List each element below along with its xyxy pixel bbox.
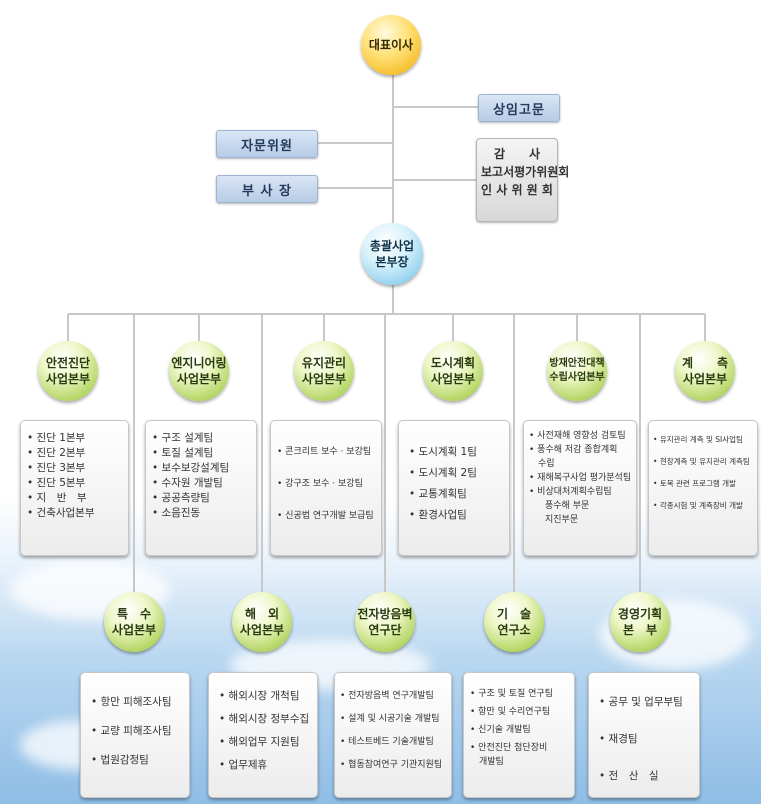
division-card: 진단 1본부 진단 2본부 진단 3본부 진단 5본부 지 반 부 건축사업본부 <box>20 420 129 556</box>
team-item: 지 반 부 <box>27 491 122 506</box>
team-item: 재경팀 <box>599 732 693 747</box>
committee-report-evaluation: 보고서평가위원회 <box>481 165 570 179</box>
team-item: 진단 3본부 <box>27 461 122 476</box>
vice-president-box: 부 사 장 <box>216 175 318 203</box>
division-node: 경영기획 본 부 <box>610 592 670 652</box>
team-item: 각종시험 및 계측장비 개발 <box>653 499 751 513</box>
team-item: 풍수해 부문 <box>545 501 590 511</box>
team-item: 해외시장 개척팀 <box>219 689 311 704</box>
team-item: 진단 2본부 <box>27 446 122 461</box>
division-node: 방재안전대책 수립사업본부 <box>547 341 607 401</box>
team-item: 건축사업본부 <box>27 506 122 521</box>
team-item: 개발팀 <box>479 757 504 767</box>
team-item: 협동참여연구 기관지원팀 <box>340 758 445 772</box>
advisory-committee-box: 자문위원 <box>216 130 318 158</box>
team-item: 전자방음벽 연구개발팀 <box>340 689 445 703</box>
team-item: 도시계획 1팀 <box>409 445 503 460</box>
team-item: 진단 1본부 <box>27 431 122 446</box>
team-item: 유지관리 계측 및 SI사업팀 <box>653 433 751 447</box>
team-item: 교량 피해조사팀 <box>91 724 183 739</box>
division-node: 계 측 사업본부 <box>675 341 735 401</box>
division-card: 구조 설계팀 토질 설계팀 보수보강설계팀 수자원 개발팀 공공측량팀 소음진동 <box>145 420 257 556</box>
team-item: 보수보강설계팀 <box>152 461 250 476</box>
division-card: 전자방음벽 연구개발팀 설계 및 시공기술 개발팀 테스트베드 기술개발팀 협동… <box>334 672 452 798</box>
team-item: 구조 및 토질 연구팀 <box>470 687 568 701</box>
division-card: 항만 피해조사팀 교량 피해조사팀 법원감정팀 <box>80 672 190 798</box>
team-item: 소음진동 <box>152 506 250 521</box>
division-node: 기 술 연구소 <box>484 592 544 652</box>
team-item: 강구조 보수 · 보강팀 <box>277 477 375 491</box>
committee-audit: 감 사 <box>493 147 541 161</box>
division-card: 도시계획 1팀 도시계획 2팀 교통계획팀 환경사업팀 <box>398 420 510 556</box>
team-item: 공공측량팀 <box>152 491 250 506</box>
team-item: 신공법 연구개발 보급팀 <box>277 509 375 523</box>
division-node: 전자방음벽 연구단 <box>355 592 415 652</box>
standing-advisor-box: 상임고문 <box>478 94 560 122</box>
team-item: 사전재해 영향성 검토팀 <box>529 429 630 443</box>
team-item: 공무 및 업무부팀 <box>599 695 693 710</box>
division-card: 공무 및 업무부팀 재경팀 전 산 실 <box>588 672 700 798</box>
division-card: 해외시장 개척팀 해외시장 정부수집 해외업무 지원팀 업무제휴 <box>208 672 318 798</box>
committees-box: 감 사 보고서평가위원회 인 사 위 원 회 <box>476 138 570 222</box>
team-item: 안전진단 첨단장비 <box>470 741 568 755</box>
team-item: 비상대처계획수립팀 <box>529 485 630 499</box>
team-item: 재해복구사업 평가분석팀 <box>529 471 631 485</box>
team-item: 수립 <box>538 459 555 469</box>
team-item: 토질 설계팀 <box>152 446 250 461</box>
committee-personnel: 인 사 위 원 회 <box>481 183 553 197</box>
division-node: 유지관리 사업본부 <box>294 341 354 401</box>
team-item: 항만 및 수리연구팀 <box>470 705 568 719</box>
team-item: 구조 설계팀 <box>152 431 250 446</box>
team-item: 업무제휴 <box>219 758 311 773</box>
team-item: 전 산 실 <box>599 769 693 784</box>
division-node: 안전진단 사업본부 <box>38 341 98 401</box>
team-item: 항만 피해조사팀 <box>91 695 183 710</box>
team-item: 환경사업팀 <box>409 508 503 523</box>
team-item: 콘크리트 보수 · 보강팀 <box>277 445 375 459</box>
team-item: 현장계측 및 유지관리 계측팀 <box>653 455 751 469</box>
division-node: 해 외 사업본부 <box>232 592 292 652</box>
team-item: 해외시장 정부수집 <box>219 712 311 727</box>
team-item: 토목 관련 프로그램 개발 <box>653 477 751 491</box>
team-item: 풍수해 저감 종합계획 <box>529 443 630 457</box>
team-item: 신기술 개발팀 <box>470 723 568 737</box>
division-card: 유지관리 계측 및 SI사업팀 현장계측 및 유지관리 계측팀 토목 관련 프로… <box>648 420 758 556</box>
team-item: 해외업무 지원팀 <box>219 735 311 750</box>
division-card: 콘크리트 보수 · 보강팀 강구조 보수 · 보강팀 신공법 연구개발 보급팀 <box>270 420 382 556</box>
team-item: 법원감정팀 <box>91 753 183 768</box>
team-item: 도시계획 2팀 <box>409 466 503 481</box>
division-node: 도시계획 사업본부 <box>423 341 483 401</box>
team-item: 지진부문 <box>545 515 579 525</box>
team-item: 수자원 개발팀 <box>152 476 250 491</box>
team-item: 교통계획팀 <box>409 487 503 502</box>
ceo-node: 대표이사 <box>361 15 421 75</box>
division-card: 사전재해 영향성 검토팀 풍수해 저감 종합계획 수립 재해복구사업 평가분석팀… <box>523 420 637 556</box>
general-head-node: 총괄사업 본부장 <box>361 223 423 285</box>
team-item: 설계 및 시공기술 개발팀 <box>340 712 445 726</box>
division-node: 특 수 사업본부 <box>104 592 164 652</box>
team-item: 테스트베드 기술개발팀 <box>340 735 445 749</box>
team-item: 진단 5본부 <box>27 476 122 491</box>
division-card: 구조 및 토질 연구팀 항만 및 수리연구팀 신기술 개발팀 안전진단 첨단장비… <box>463 672 575 798</box>
division-node: 엔지니어링 사업본부 <box>169 341 229 401</box>
